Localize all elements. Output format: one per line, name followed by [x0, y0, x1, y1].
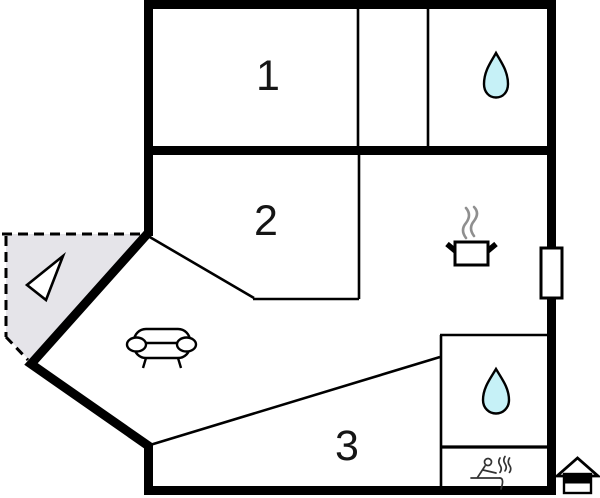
steam-line-icon — [461, 206, 471, 240]
sauna-steam-icon — [502, 455, 508, 472]
sofa-armrest-right — [175, 336, 198, 353]
bathroom-bottom — [481, 366, 511, 415]
kitchen — [445, 205, 498, 267]
sauna-person-head-icon — [483, 457, 493, 467]
water-drop-icon — [482, 50, 510, 99]
room-3-label: 3 — [335, 422, 359, 470]
cooking-pot-icon — [453, 240, 490, 267]
house-logo-band-icon — [564, 474, 591, 484]
sauna-room — [470, 455, 512, 490]
living-room — [125, 327, 198, 369]
house-logo — [553, 456, 600, 495]
wall-left — [144, 0, 153, 236]
sauna-steam-icon — [507, 457, 512, 474]
sofa-leg-right — [176, 357, 183, 369]
sofa-leg-left — [141, 357, 148, 369]
terrace-floor — [6, 234, 145, 362]
sofa-armrest-left — [125, 336, 148, 353]
wall-bottom-left — [144, 444, 153, 495]
wall-angled-living-room — [24, 229, 153, 451]
wall-top — [144, 0, 556, 9]
sauna-person-arm-icon — [482, 469, 497, 474]
wall-room3-diagonal — [149, 355, 441, 447]
wall-room2-diagonal — [147, 234, 255, 300]
wall-middle — [144, 146, 556, 155]
sauna-person-body-icon — [476, 465, 486, 479]
bathroom-top — [482, 50, 510, 99]
triangle-pointer-icon — [24, 251, 66, 303]
room-1-label: 1 — [256, 52, 280, 100]
wall-bottom — [144, 486, 556, 495]
terrace-dashed-edge-corner — [4, 335, 30, 362]
terrace-area — [2, 232, 145, 362]
door-window — [539, 246, 564, 300]
sauna-person-leg-icon — [499, 477, 504, 490]
sauna-steam-icon — [497, 457, 503, 474]
room-2-label: 2 — [254, 197, 278, 245]
interior-walls — [147, 9, 547, 486]
steam-line-icon — [469, 205, 479, 238]
water-drop-icon — [481, 366, 511, 415]
